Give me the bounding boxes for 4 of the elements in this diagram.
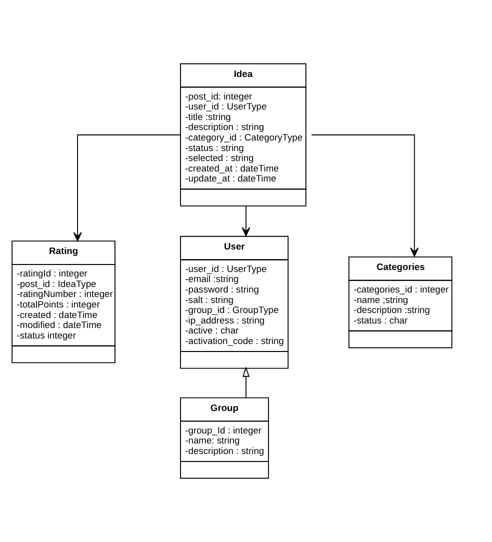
arrow <box>311 134 419 257</box>
arrow <box>242 206 250 236</box>
arrow <box>242 366 250 398</box>
arrow <box>73 134 181 242</box>
